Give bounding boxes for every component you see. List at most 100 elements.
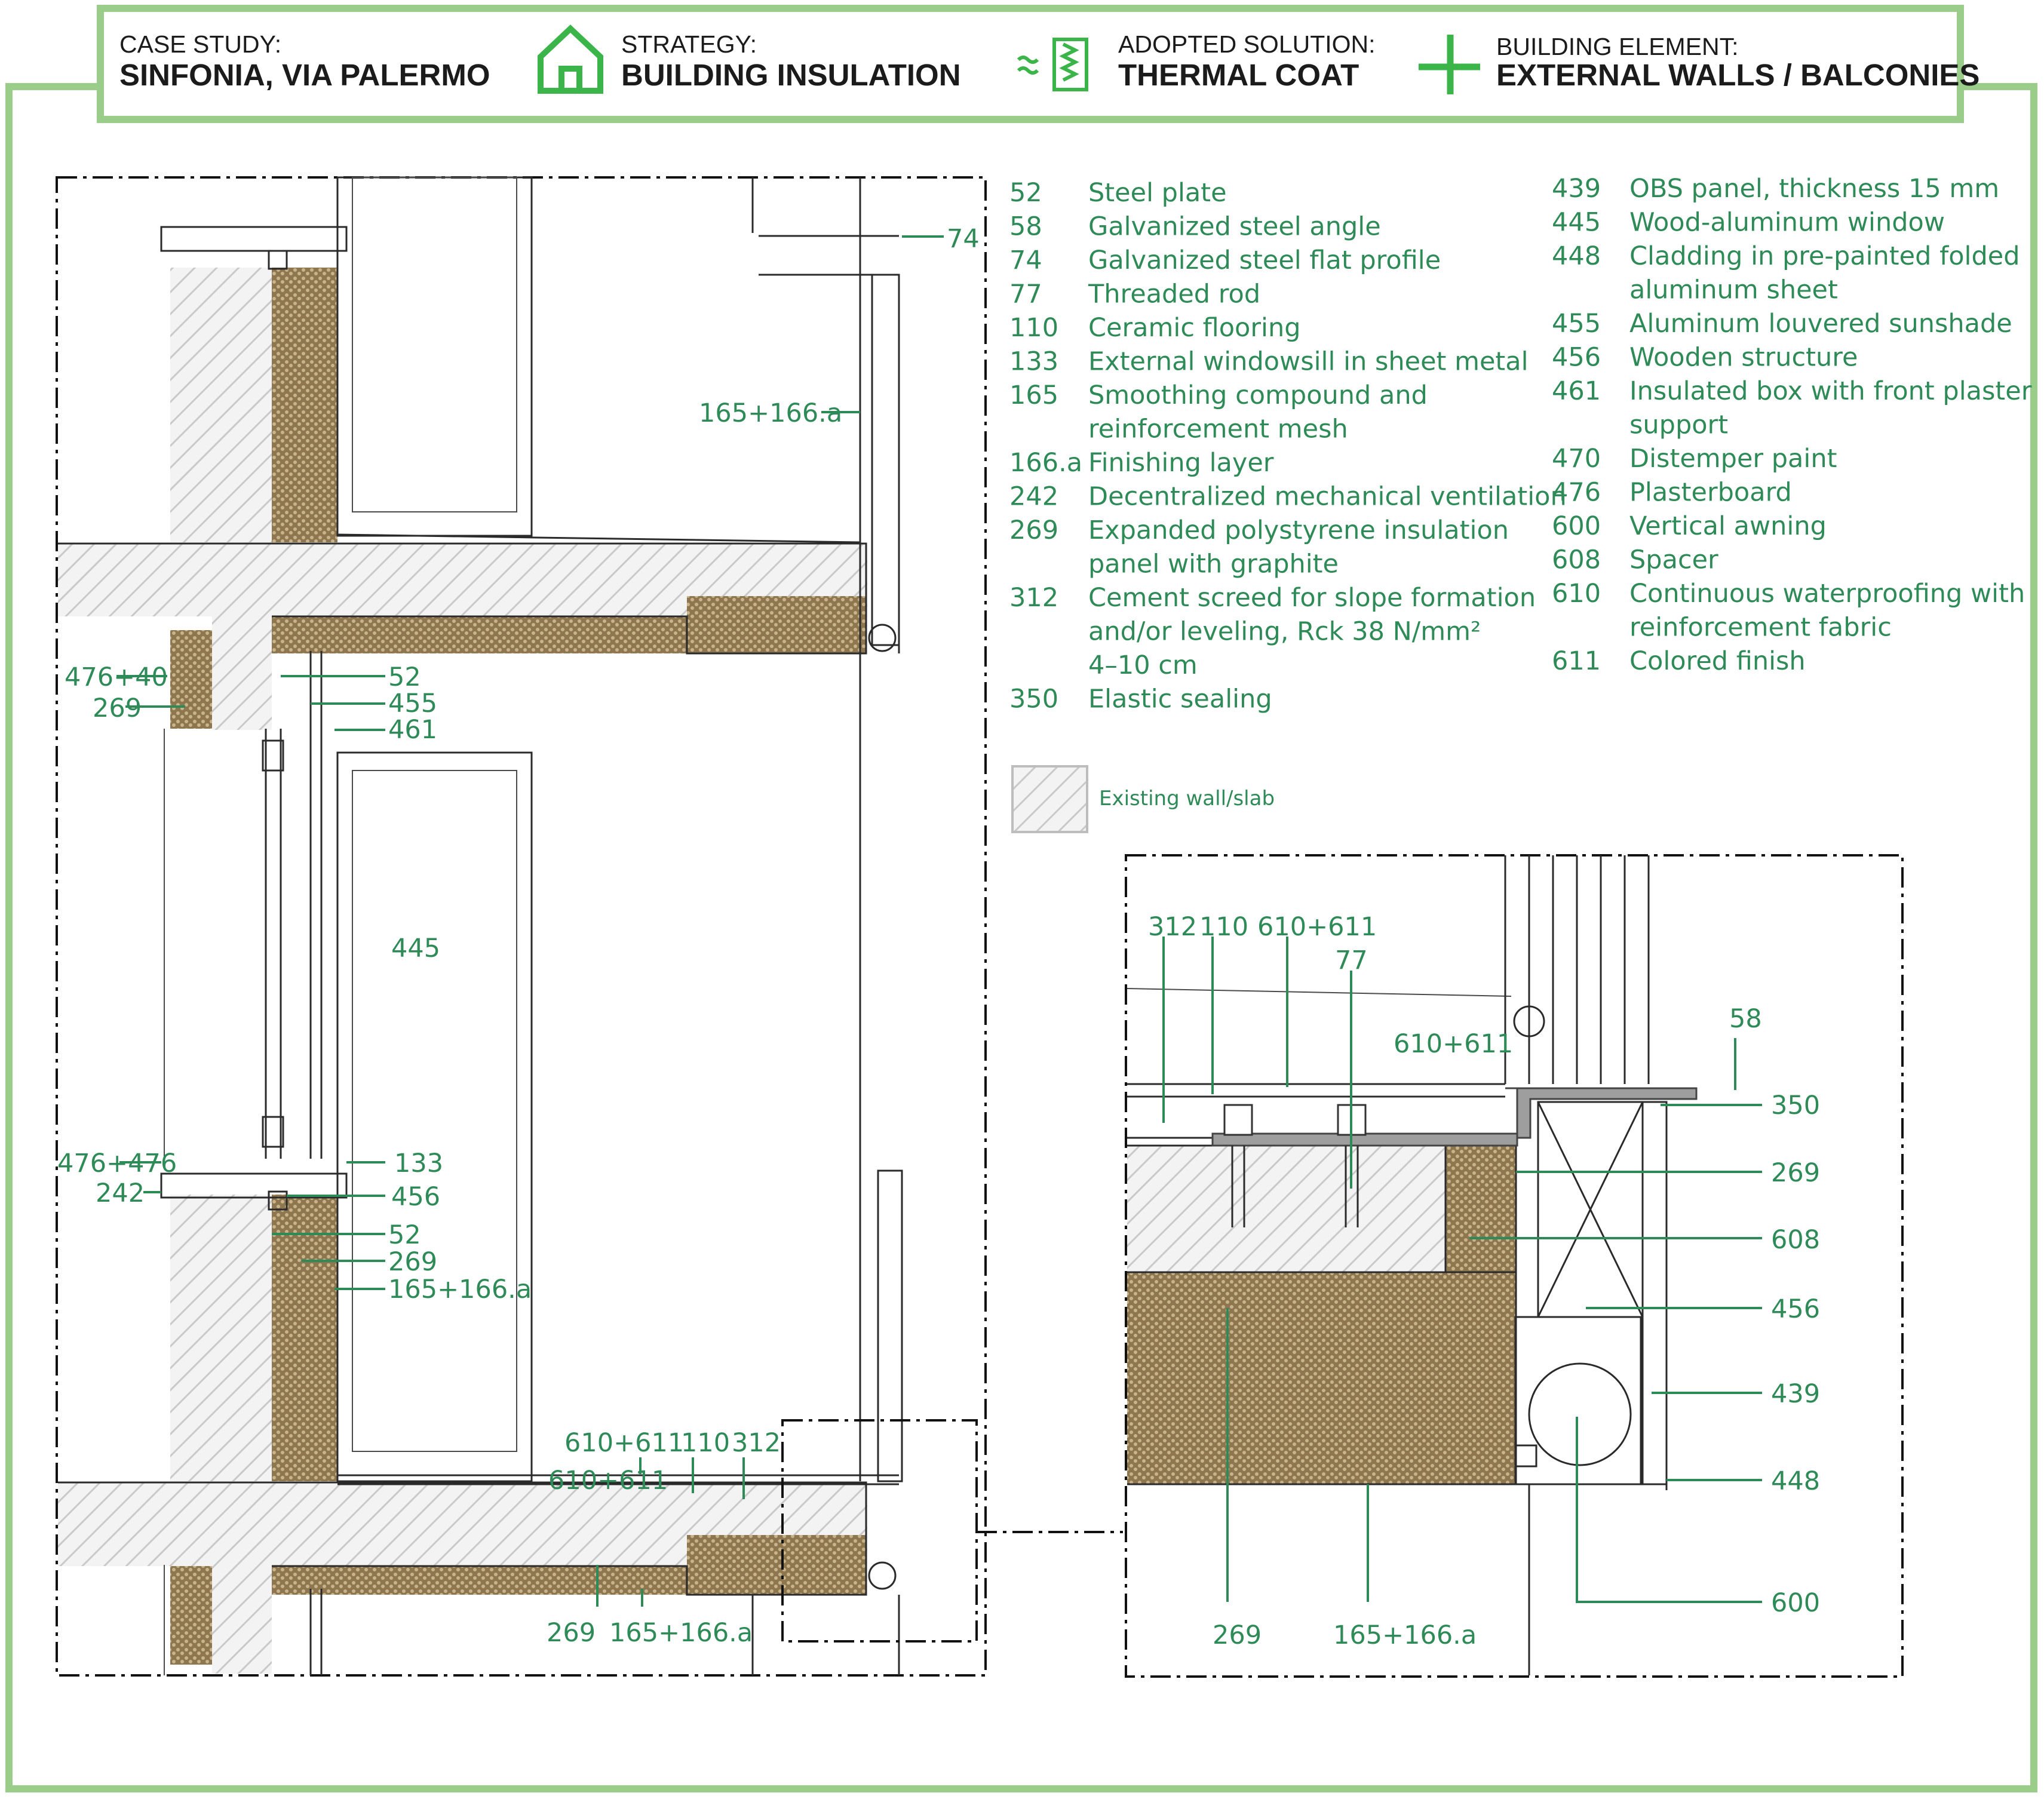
legend-code: 470 (1552, 444, 1601, 474)
legend-description: reinforcement fabric (1629, 613, 1892, 643)
legend-description: Colored finish (1629, 646, 1806, 676)
legend-description: Ceramic flooring (1088, 313, 1301, 343)
tag-165-bot: 165+166.a (609, 1618, 753, 1648)
legend-code: 461 (1552, 376, 1601, 406)
tag-455: 455 (388, 689, 437, 719)
legend-description: Threaded rod (1088, 280, 1260, 309)
detail-tag-456: 456 (1771, 1294, 1820, 1324)
detail-tag-58: 58 (1729, 1004, 1762, 1034)
sheet-frame (5, 83, 2037, 1792)
legend-description: Galvanized steel flat profile (1088, 245, 1441, 275)
eps-under-slab-ext-lower (272, 1566, 863, 1595)
legend-description: reinforcement mesh (1088, 415, 1348, 444)
legend-code: 448 (1552, 241, 1601, 271)
legend-description: Steel plate (1088, 178, 1227, 208)
detail-boundary (1125, 854, 1904, 1678)
detail-tag-610-top: 610+611 (1257, 912, 1377, 942)
existing-wall-lower (170, 1195, 272, 1481)
legend-code: 456 (1552, 343, 1601, 373)
detail-tag-350: 350 (1771, 1091, 1820, 1120)
legend-code: 52 (1009, 178, 1042, 208)
legend-code: 350 (1009, 684, 1058, 714)
detail-tag-600: 600 (1771, 1588, 1820, 1618)
legend-code: 133 (1009, 347, 1058, 377)
tag-242: 242 (96, 1178, 145, 1208)
detail-tag-608: 608 (1771, 1225, 1820, 1255)
legend-code: 242 (1009, 482, 1058, 512)
legend-code: 439 (1552, 174, 1601, 204)
legend-description: support (1629, 410, 1728, 440)
legend-description: Insulated box with front plaster (1629, 376, 2032, 406)
header-band: CASE STUDY: SINFONIA, VIA PALERMO STRATE… (97, 5, 1979, 123)
legend-code: 312 (1009, 583, 1058, 613)
legend-description: Wood-aluminum window (1629, 208, 1945, 238)
detail-tag-610-mid: 610+611 (1394, 1029, 1513, 1059)
hatch-key-label: Existing wall/slab (1099, 787, 1275, 811)
legend-description: Continuous waterproofing with (1629, 579, 2025, 609)
tag-269-c: 269 (547, 1618, 596, 1648)
legend-description: Cement screed for slope formation (1088, 583, 1536, 613)
element-label: BUILDING ELEMENT: (1496, 33, 1739, 60)
balcony-edge-detail: 312 110 610+611 77 610+611 58 350 269 60… (1125, 854, 1904, 1678)
legend-description: Plasterboard (1629, 478, 1792, 508)
legend-code: 445 (1552, 208, 1601, 238)
detail-tag-165: 165+166.a (1333, 1620, 1477, 1650)
tag-269-a: 269 (93, 693, 142, 723)
wall-section-drawing: 74 165+166.a 476+40 269 52 455 461 445 4… (56, 176, 1123, 1677)
tag-461: 461 (388, 715, 437, 745)
legend-code: 110 (1009, 313, 1058, 343)
tag-476-476: 476+476 (57, 1149, 177, 1178)
detail-tag-269-b: 269 (1213, 1620, 1262, 1650)
legend-code: 74 (1009, 245, 1042, 275)
legend-code: 600 (1552, 511, 1601, 541)
solution-label: ADOPTED SOLUTION: (1118, 30, 1376, 58)
tag-312-a: 312 (732, 1428, 781, 1458)
legend-code: 269 (1009, 515, 1058, 545)
solution-value: THERMAL COAT (1118, 58, 1359, 92)
tag-610-b: 610+611 (548, 1466, 668, 1496)
legend-description: 4–10 cm (1088, 650, 1198, 680)
legend-description: Wooden structure (1629, 343, 1858, 373)
legend-description: Spacer (1629, 545, 1718, 575)
wall-element-icon (1419, 35, 1480, 94)
legend-code: 165 (1009, 380, 1058, 410)
tag-610-a: 610+611 (564, 1428, 684, 1458)
detail-tag-439: 439 (1771, 1379, 1820, 1409)
threaded-rod-1 (1223, 1104, 1253, 1227)
strategy-value: BUILDING INSULATION (621, 58, 961, 92)
insulation-layer-icon (1017, 38, 1088, 91)
legend-description: Elastic sealing (1088, 684, 1272, 714)
detail-tag-110: 110 (1199, 912, 1248, 942)
case-study-value: SINFONIA, VIA PALERMO (119, 58, 490, 92)
legend-description: Expanded polystyrene insulation (1088, 515, 1509, 545)
section-boundary (56, 176, 987, 1677)
legend-description: External windowsill in sheet metal (1088, 347, 1529, 377)
tag-476-40: 476+40 (65, 662, 168, 692)
legend-description: OBS panel, thickness 15 mm (1629, 174, 1999, 204)
legend-description: Distemper paint (1629, 444, 1837, 474)
existing-wall-lower-left-col (212, 1566, 272, 1674)
legend-description: Aluminum louvered sunshade (1629, 309, 2012, 339)
tag-52-b: 52 (388, 1220, 421, 1250)
tag-165-mid: 165+166.a (388, 1275, 532, 1304)
tag-52-a: 52 (388, 662, 421, 692)
legend-description: Galvanized steel angle (1088, 212, 1381, 242)
legend-code: 610 (1552, 579, 1601, 609)
tag-269-b: 269 (388, 1247, 437, 1277)
eps-under-slab-ext-upper (272, 616, 863, 653)
tag-133: 133 (394, 1149, 443, 1178)
eps-insulation-lower (272, 1195, 337, 1481)
eps-insulation-upper-left (170, 630, 212, 729)
legend-code: 611 (1552, 646, 1601, 676)
tag-456: 456 (391, 1182, 440, 1212)
legend-code: 476 (1552, 478, 1601, 508)
detail-tag-312: 312 (1148, 912, 1197, 942)
case-study-label: CASE STUDY: (119, 30, 281, 58)
tag-165-top: 165+166.a (699, 398, 842, 428)
strategy-label: STRATEGY: (621, 30, 757, 58)
detail-tag-269-r: 269 (1771, 1158, 1820, 1188)
hatch-key: Existing wall/slab (1011, 765, 1275, 833)
detail-tag-77: 77 (1335, 945, 1368, 975)
